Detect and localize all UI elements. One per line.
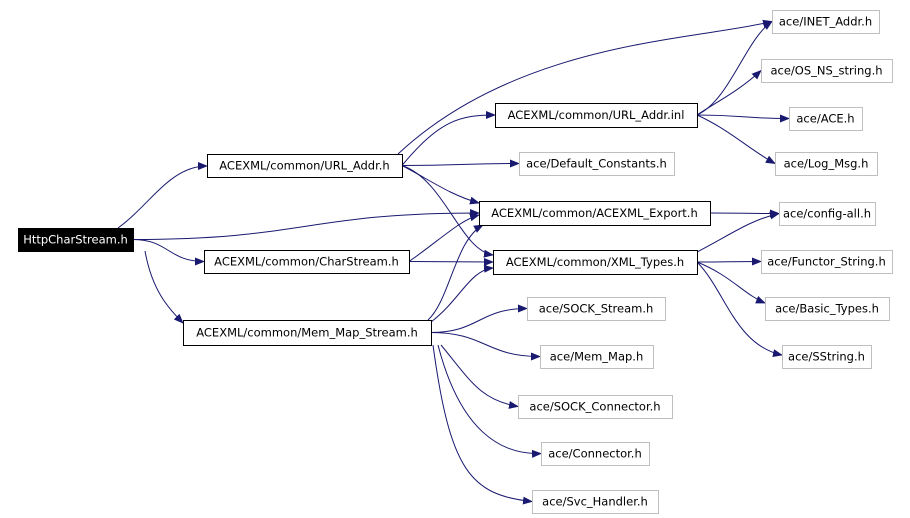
edge-url_addr_h-to-acexml_export <box>401 165 480 205</box>
edge-xml_types-to-config_all <box>696 211 780 253</box>
node-box <box>495 103 698 128</box>
node-inet-addr[interactable]: ace/INET_Addr.h <box>772 10 880 34</box>
node-url-addr-h[interactable]: ACEXML/common/URL_Addr.h <box>207 154 403 178</box>
node-acexml-export[interactable]: ACEXML/common/ACEXML_Export.h <box>479 201 711 226</box>
node-box <box>18 228 134 252</box>
edge-url_addr_inl-to-ace_h <box>696 114 790 123</box>
node-memmap-h[interactable]: ACEXML/common/Mem_Map_Stream.h <box>183 320 432 346</box>
edge-xml_types-to-basic_types <box>696 261 766 304</box>
node-box <box>761 59 893 83</box>
node-box <box>782 345 872 369</box>
node-box <box>779 202 876 226</box>
node-box <box>765 297 890 321</box>
node-label: ace/ACE.h <box>796 112 854 126</box>
node-box <box>775 152 878 176</box>
edge-url_addr_h-to-default_constants <box>401 159 520 168</box>
node-label: ace/Svc_Handler.h <box>542 495 648 509</box>
edge-url_addr_h-to-url_addr_inl <box>401 111 496 166</box>
node-box <box>479 201 711 226</box>
node-os-ns-string[interactable]: ace/OS_NS_string.h <box>761 59 893 83</box>
node-label: ace/Functor_String.h <box>767 255 886 269</box>
edge-memmap_h-to-mem_map <box>430 332 541 361</box>
node-url-addr-inl[interactable]: ACEXML/common/URL_Addr.inl <box>495 103 698 128</box>
node-label: ACEXML/common/ACEXML_Export.h <box>491 206 698 220</box>
node-svc-handler[interactable]: ace/Svc_Handler.h <box>532 490 659 514</box>
node-label: ACEXML/common/XML_Types.h <box>506 255 684 269</box>
edge-root-to-acexml_export <box>132 209 480 240</box>
edge-root-to-charstream_h <box>132 239 205 266</box>
node-box <box>789 107 863 131</box>
dependency-nodes: HttpCharStream.h ACEXML/common/URL_Addr.h… <box>18 10 893 514</box>
edge-xml_types-to-sstring <box>696 261 783 358</box>
edge-memmap_h-to-connector <box>437 344 542 458</box>
node-label: ace/Log_Msg.h <box>784 157 869 171</box>
node-box <box>761 250 893 274</box>
node-root: HttpCharStream.h <box>18 228 134 252</box>
node-basic-types[interactable]: ace/Basic_Types.h <box>765 297 890 321</box>
node-box <box>183 320 432 346</box>
node-box <box>772 10 880 34</box>
edge-url_addr_inl-to-inet_addr <box>696 20 773 116</box>
edge-root-to-url_addr_h <box>117 162 208 229</box>
edge-charstream_h-to-acexml_export <box>408 213 480 262</box>
node-label: ace/Connector.h <box>548 447 642 461</box>
edge-memmap_h-to-sock_stream <box>430 304 528 333</box>
edge-url_addr_inl-to-log_msg <box>696 114 776 164</box>
node-log-msg[interactable]: ace/Log_Msg.h <box>775 152 878 176</box>
node-label: ace/INET_Addr.h <box>779 15 872 29</box>
node-label: ACEXML/common/CharStream.h <box>214 255 399 269</box>
edge-url_addr_inl-to-os_ns_string <box>696 69 762 116</box>
node-label: ace/Default_Constants.h <box>526 157 667 171</box>
node-box <box>519 152 675 176</box>
node-functor-string[interactable]: ace/Functor_String.h <box>761 250 893 274</box>
node-label: ACEXML/common/URL_Addr.inl <box>508 108 685 122</box>
node-box <box>541 442 650 466</box>
node-box <box>204 250 410 274</box>
edge-url_addr_h-to-inet_addr <box>397 19 773 155</box>
edge-url_addr_h-to-xml_types <box>401 165 494 258</box>
node-label: ace/SOCK_Stream.h <box>539 302 654 316</box>
node-label: ace/config-all.h <box>783 207 871 221</box>
node-label: ACEXML/common/URL_Addr.h <box>219 159 389 173</box>
node-label: ace/SString.h <box>788 350 865 364</box>
node-box <box>532 490 659 514</box>
edge-charstream_h-to-xml_types <box>408 257 494 266</box>
node-charstream-h[interactable]: ACEXML/common/CharStream.h <box>204 250 410 274</box>
node-sock-connector[interactable]: ace/SOCK_Connector.h <box>518 395 673 419</box>
node-connector[interactable]: ace/Connector.h <box>541 442 650 466</box>
edge-memmap_h-to-acexml_export <box>427 224 484 321</box>
node-box <box>527 297 666 321</box>
node-box <box>540 345 654 369</box>
node-ace-h[interactable]: ace/ACE.h <box>789 107 863 131</box>
edge-memmap_h-to-sock_connector <box>440 344 519 409</box>
node-label: ace/Mem_Map.h <box>550 350 643 364</box>
node-box <box>518 395 673 419</box>
node-label: ACEXML/common/Mem_Map_Stream.h <box>196 326 418 340</box>
node-box <box>493 250 698 275</box>
node-default-constants[interactable]: ace/Default_Constants.h <box>519 152 675 176</box>
node-label: ace/Basic_Types.h <box>775 302 879 316</box>
edge-memmap_h-to-xml_types <box>430 264 494 323</box>
edge-memmap_h-to-svc_handler <box>432 344 533 505</box>
node-mem-map[interactable]: ace/Mem_Map.h <box>540 345 654 369</box>
node-label: ace/SOCK_Connector.h <box>529 400 660 414</box>
node-box <box>207 154 403 178</box>
node-sock-stream[interactable]: ace/SOCK_Stream.h <box>527 297 666 321</box>
edge-root-to-memmap_h <box>144 250 184 324</box>
node-config-all[interactable]: ace/config-all.h <box>779 202 876 226</box>
edge-xml_types-to-functor_string <box>696 257 762 266</box>
node-label: HttpCharStream.h <box>23 233 128 247</box>
edge-acexml_export-to-config_all <box>709 209 780 218</box>
node-sstring[interactable]: ace/SString.h <box>782 345 872 369</box>
node-label: ace/OS_NS_string.h <box>770 64 882 78</box>
dependency-edges <box>117 19 790 505</box>
node-xml-types[interactable]: ACEXML/common/XML_Types.h <box>493 250 698 275</box>
